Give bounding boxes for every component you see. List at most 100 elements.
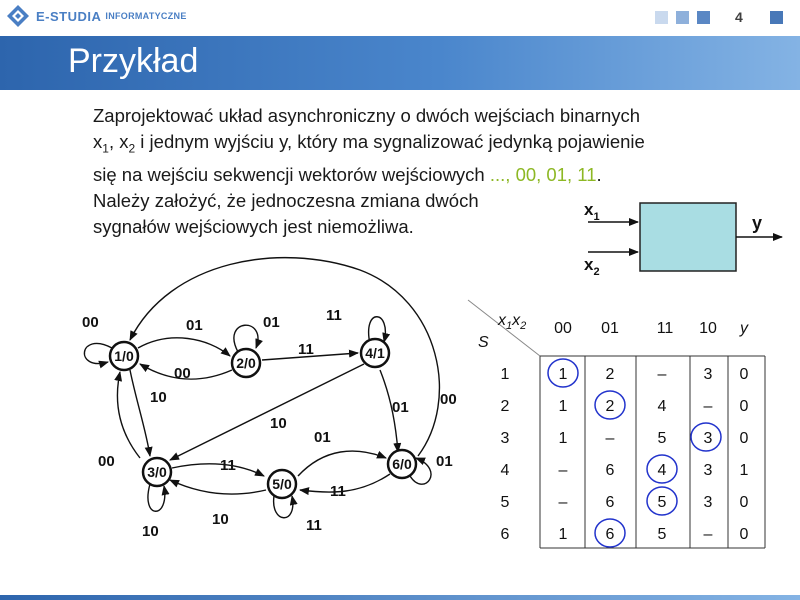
edge-label: 10 [150, 389, 167, 406]
table-cell: 0 [740, 430, 749, 447]
edge-label: 11 [330, 483, 346, 500]
state-node-3 [141, 456, 173, 488]
row-state-label: 5 [501, 494, 510, 511]
logo-icon [7, 5, 29, 27]
page-number: 4 [735, 9, 743, 25]
var-x1-sub: 1 [102, 141, 109, 156]
loop-s4 [368, 316, 391, 345]
loop-s1 [83, 342, 113, 369]
col-header: 01 [601, 320, 619, 337]
table-cell: 0 [740, 366, 749, 383]
title-bar [0, 36, 800, 90]
block-out-label: y [752, 213, 762, 233]
state-node-2 [230, 347, 262, 379]
table-cell: 5 [658, 526, 667, 543]
edge-4-3 [169, 363, 365, 461]
loop-s3 [147, 483, 170, 512]
nav-square-4 [770, 11, 783, 24]
state-nodes: 1/0 2/0 4/1 3/0 5/0 6/0 [108, 337, 418, 500]
table-cell: – [704, 526, 713, 543]
table-cell: 3 [704, 430, 713, 447]
var-x2: x [119, 131, 129, 152]
row-state-label: 3 [501, 430, 510, 447]
edge-label: 11 [306, 517, 322, 534]
logo-text: E-STUDIA [36, 8, 102, 24]
table-cell: 1 [559, 526, 568, 543]
bottom-bar [0, 595, 800, 600]
edge-3-1 [114, 371, 141, 459]
text-line-2: i jednym wyjściu y, który ma sygnalizowa… [135, 131, 645, 152]
col-header: y [739, 320, 749, 337]
table-cell: – [606, 430, 615, 447]
edge-5-3 [169, 479, 267, 495]
edge-3-5 [171, 463, 265, 477]
row-state-label: 1 [501, 366, 510, 383]
text-line-5: sygnałów wejściowych jest niemożliwa. [93, 215, 414, 237]
edge-label: 01 [392, 399, 409, 416]
problem-text: Zaprojektować układ asynchroniczny o dwó… [93, 103, 773, 240]
edge-label: 01 [263, 314, 280, 331]
var-x1: x [93, 131, 103, 152]
edge-2-4 [261, 349, 359, 361]
period: . [596, 163, 602, 185]
edge-1-2 [137, 337, 231, 357]
block-box [639, 202, 737, 272]
edge-label: 01 [186, 317, 203, 334]
slide-title: Przykład [68, 42, 199, 80]
state-node-6 [386, 448, 418, 480]
state-node-5 [266, 468, 298, 500]
state-label-2: 2/0 [236, 355, 256, 371]
row-state-label: 6 [501, 526, 510, 543]
corner-diagonal [467, 299, 541, 357]
edge-label: 11 [298, 341, 314, 358]
table-cell: 4 [658, 462, 667, 479]
edge-label: 01 [436, 453, 453, 470]
table-cell: 2 [606, 366, 615, 383]
table-cell: 0 [740, 526, 749, 543]
table-cell: 6 [606, 526, 615, 543]
table-cell: 0 [740, 494, 749, 511]
edge-labels: 00 01 01 11 00 11 10 10 01 01 00 00 11 0… [82, 307, 457, 540]
col-header: 00 [554, 320, 572, 337]
loop-s5 [272, 495, 298, 519]
state-label-5: 5/0 [272, 476, 292, 492]
state-graph [83, 256, 441, 519]
row-state-label: 4 [501, 462, 510, 479]
text-line-3: się na wejściu sekwencji wektorów wejści… [93, 163, 490, 185]
table-cell: 5 [658, 494, 667, 511]
table-cell: 2 [606, 398, 615, 415]
edge-6-1 [129, 256, 441, 457]
table-cell: 5 [658, 430, 667, 447]
text-line-4: Należy założyć, że jednoczesna zmiana dw… [93, 189, 479, 211]
nav-squares [655, 11, 710, 24]
table-cell: 3 [704, 462, 713, 479]
table-cell: 0 [740, 398, 749, 415]
stable-state-circles [547, 358, 722, 548]
logo: E-STUDIA INFORMATYCZNE [6, 4, 187, 28]
table-cell: 4 [658, 398, 667, 415]
block-diagram: x1 x2 y [584, 200, 783, 278]
state-node-1 [108, 340, 140, 372]
edge-label: 01 [314, 429, 331, 446]
table-cell: 6 [606, 462, 615, 479]
state-label-6: 6/0 [392, 456, 412, 472]
comma: , [108, 131, 120, 152]
edge-5-6 [297, 450, 387, 477]
table-cell: 1 [559, 430, 568, 447]
table-cell: 3 [704, 366, 713, 383]
edge-4-6 [379, 369, 402, 453]
edge-label: 00 [440, 391, 457, 408]
edge-1-3 [129, 369, 153, 457]
row-state-label: 2 [501, 398, 510, 415]
col-header: 11 [657, 320, 674, 337]
table-cell: 1 [559, 398, 568, 415]
edge-label: 00 [82, 314, 99, 331]
edge-label: 11 [326, 307, 342, 324]
edge-label: 00 [98, 453, 115, 470]
state-label-4: 4/1 [365, 345, 385, 361]
table-cell: – [704, 398, 713, 415]
nav-square-2 [676, 11, 689, 24]
